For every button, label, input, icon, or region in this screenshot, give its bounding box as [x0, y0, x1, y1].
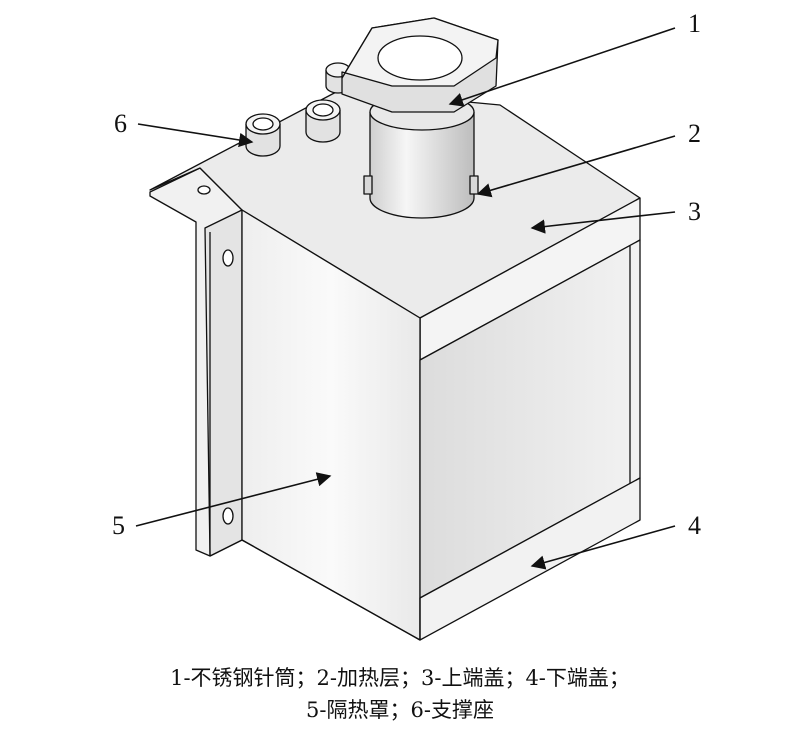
leader-2	[476, 135, 676, 198]
support-post-right	[305, 99, 341, 143]
caption-line-1: 1-不锈钢针筒；2-加热层；3-上端盖；4-下端盖；	[170, 666, 630, 690]
callout-number-2: 2	[688, 119, 701, 148]
leader-1	[448, 27, 676, 107]
callout-number-3: 3	[688, 197, 701, 226]
callout-leaders	[135, 27, 676, 570]
support-bracket	[149, 167, 243, 557]
callout-number-1: 1	[688, 9, 701, 38]
mount-hole-lower	[222, 507, 234, 525]
callout-number-4: 4	[688, 511, 701, 540]
syringe-flange	[341, 17, 499, 113]
mount-hole-upper	[222, 249, 234, 267]
leader-4	[530, 525, 676, 570]
callout-numbers: 1 2 3 4 5 6	[112, 9, 701, 540]
leader-5	[135, 472, 332, 527]
callout-number-5: 5	[112, 511, 125, 540]
syringe-bore	[377, 35, 463, 81]
leader-6	[137, 123, 254, 148]
mount-hole-top	[197, 185, 211, 195]
callout-number-6: 6	[114, 109, 127, 138]
leader-3	[530, 211, 676, 234]
caption-line-2: 5-隔热罩；6-支撑座	[306, 698, 494, 722]
support-post-left	[245, 113, 281, 157]
device-drawing: 1 2 3 4 5 6	[112, 9, 701, 641]
